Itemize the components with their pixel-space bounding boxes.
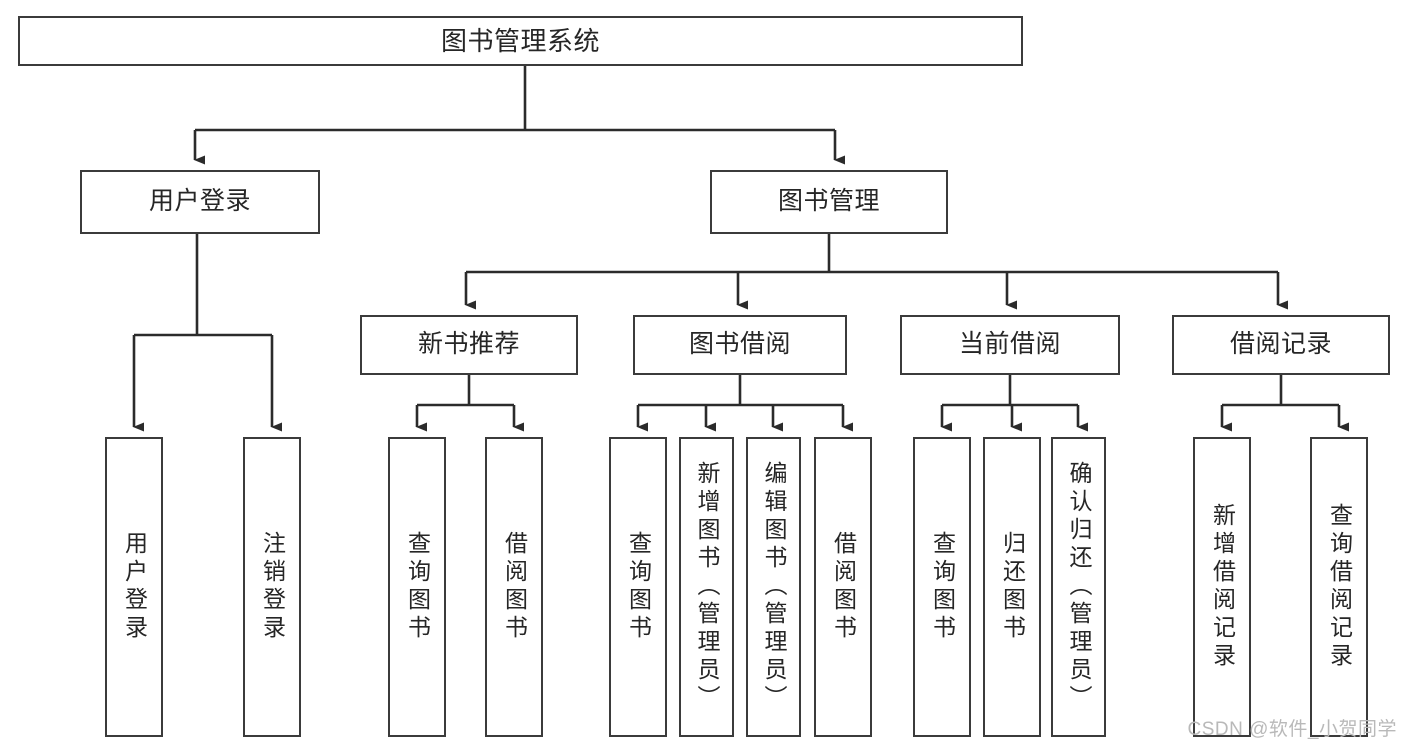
node-leaf-edit-book[interactable]: 编辑图书（管理员） [746,437,801,737]
node-label: 确认归还（管理员） [1066,461,1092,713]
node-label: 查询借阅记录 [1326,503,1353,671]
node-label: 当前借阅 [958,330,1061,359]
node-label: 查询图书 [625,531,652,643]
node-leaf-query-book-1[interactable]: 查询图书 [388,437,446,737]
node-label: 借阅图书 [501,531,528,643]
node-label: 新增图书（管理员） [694,461,720,713]
node-root-system[interactable]: 图书管理系统 [18,16,1023,66]
node-label: 新增借阅记录 [1209,503,1236,671]
node-leaf-add-borrow-record[interactable]: 新增借阅记录 [1193,437,1251,737]
node-leaf-add-book[interactable]: 新增图书（管理员） [679,437,734,737]
node-leaf-borrow-book-2[interactable]: 借阅图书 [814,437,872,737]
node-label: 注销登录 [259,531,286,643]
node-book-borrow[interactable]: 图书借阅 [633,315,847,375]
node-leaf-query-book-3[interactable]: 查询图书 [913,437,971,737]
node-borrow-record[interactable]: 借阅记录 [1172,315,1390,375]
node-label: 查询图书 [929,531,956,643]
node-book-manage[interactable]: 图书管理 [710,170,948,234]
node-leaf-return-book[interactable]: 归还图书 [983,437,1041,737]
node-label: 新书推荐 [417,330,520,359]
node-leaf-confirm-return[interactable]: 确认归还（管理员） [1051,437,1106,737]
node-leaf-query-borrow-record[interactable]: 查询借阅记录 [1310,437,1368,737]
node-label: 图书管理 [777,187,880,216]
node-label: 图书借阅 [688,330,791,359]
csdn-watermark: CSDN @软件_小贺同学 [1187,719,1397,740]
node-user-login[interactable]: 用户登录 [80,170,320,234]
node-label: 查询图书 [404,531,431,643]
node-label: 用户登录 [148,187,251,216]
node-label: 借阅图书 [830,531,857,643]
node-leaf-query-book-2[interactable]: 查询图书 [609,437,667,737]
node-leaf-user-logout[interactable]: 注销登录 [243,437,301,737]
node-label: 图书管理系统 [440,25,600,56]
node-leaf-user-login[interactable]: 用户登录 [105,437,163,737]
node-leaf-borrow-book-1[interactable]: 借阅图书 [485,437,543,737]
node-current-borrow[interactable]: 当前借阅 [900,315,1120,375]
node-new-book-recommend[interactable]: 新书推荐 [360,315,578,375]
node-label: 归还图书 [999,531,1026,643]
node-label: 借阅记录 [1229,330,1332,359]
node-label: 用户登录 [121,531,148,643]
node-label: 编辑图书（管理员） [761,461,787,713]
